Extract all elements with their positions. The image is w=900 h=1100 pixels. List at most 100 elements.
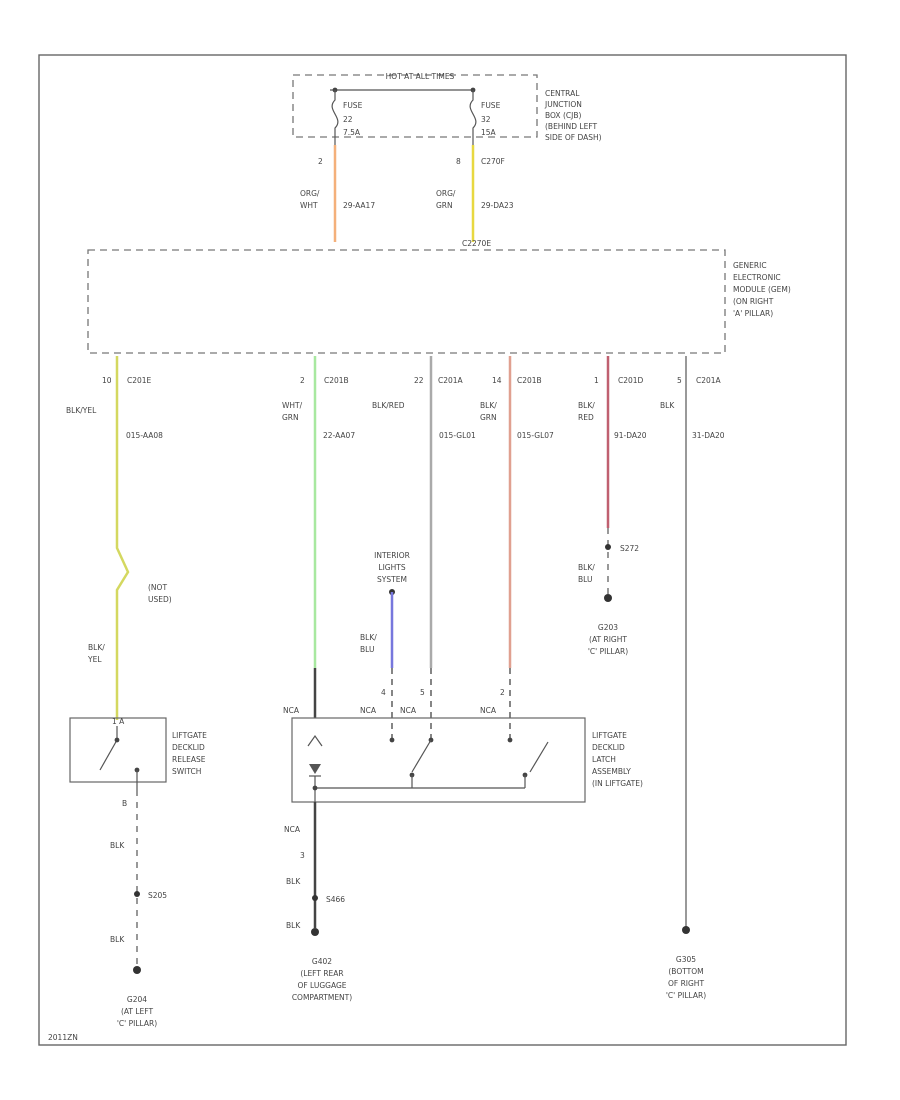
ground-g402-line-4: COMPARTMENT) <box>292 993 352 1002</box>
latch-bottom-nca: NCA <box>284 825 301 834</box>
output-4-color-2: GRN <box>480 413 497 422</box>
release-switch-pin-top: 1 A <box>112 717 125 726</box>
latch-pin-2: 2 <box>500 688 505 697</box>
fuse-box-hot-label: HOT AT ALL TIMES <box>386 72 455 81</box>
output-2-color: WHT/ <box>282 401 303 410</box>
release-switch-label-4: SWITCH <box>172 767 201 776</box>
gem-output-6: 5 C201A BLK 31-DA20 G305 (BOTTOM OF RIGH… <box>660 356 725 1000</box>
fuse-22-number: 22 <box>343 115 353 124</box>
gem-output-2: 2 C201B WHT/ GRN 22-AA07 <box>282 356 355 668</box>
fuse-32-connector: C270F <box>481 157 505 166</box>
latch-switch-blade-1 <box>411 739 432 773</box>
latch-contact-d <box>507 737 513 743</box>
latch-label-4: ASSEMBLY <box>592 767 631 776</box>
ground-g402-symbol <box>311 928 319 936</box>
fuse-box-outline <box>292 74 538 138</box>
output-5-color-2: RED <box>578 413 594 422</box>
fuse-box-desc-line-1: CENTRAL <box>545 89 580 98</box>
output-4-pin: 14 <box>492 376 502 385</box>
output-6-pin: 5 <box>677 376 682 385</box>
latch-bus-node <box>312 785 318 791</box>
latch-label-5: (IN LIFTGATE) <box>592 779 643 788</box>
gem-connector-label: C2270E <box>462 239 491 248</box>
latch-pin-5: 5 <box>420 688 425 697</box>
output-2-connector: C201B <box>324 376 349 385</box>
output-2-circuit: 22-AA07 <box>323 431 355 440</box>
fuse-32: FUSE 32 15A <box>469 90 501 145</box>
output-1-lower-color: BLK/ <box>88 643 105 652</box>
splice-s466 <box>312 895 318 901</box>
liftgate-latch-assembly: LIFTGATE DECKLID LATCH ASSEMBLY (IN LIFT… <box>291 717 643 803</box>
fuse-32-pin: 8 <box>456 157 461 166</box>
fuse-32-wire-color: ORG/ <box>436 189 456 198</box>
fuse-32-circuit: 29-DA23 <box>481 201 514 210</box>
release-switch-label-1: LIFTGATE <box>172 731 207 740</box>
latch-diode-icon <box>309 764 321 774</box>
output-1-pin: 10 <box>102 376 112 385</box>
ground-g204-line-3: 'C' PILLAR) <box>117 1019 157 1028</box>
fuse-box-desc-line-2: JUNCTION <box>544 100 582 109</box>
ground-g402-id: G402 <box>312 957 332 966</box>
ground-g305-line-4: 'C' PILLAR) <box>666 991 706 1000</box>
fuse-22-symbol <box>331 90 339 145</box>
gem-desc-line-4: (ON RIGHT <box>733 297 774 306</box>
latch-pin-nca-2: NCA <box>360 706 377 715</box>
splice-s466-label: S466 <box>326 895 345 904</box>
figure-id: 2011ZN <box>48 1033 78 1042</box>
latch-label-1: LIFTGATE <box>592 731 627 740</box>
fuse-22-pin: 2 <box>318 157 323 166</box>
gem-desc-line-1: GENERIC <box>733 261 767 270</box>
gem-desc-line-3: MODULE (GEM) <box>733 285 791 294</box>
output-5-circuit: 91-DA20 <box>614 431 647 440</box>
latch-assembly-box <box>291 717 586 803</box>
output-3-color: BLK/RED <box>372 401 405 410</box>
gem-output-5: 1 C201D BLK/ RED 91-DA20 <box>578 356 647 528</box>
latch-label-3: LATCH <box>592 755 616 764</box>
output-1-connector: C201E <box>127 376 152 385</box>
output-3-circuit: 015-GL01 <box>439 431 476 440</box>
ground-g203-id: G203 <box>598 623 618 632</box>
splice-s205 <box>134 891 140 897</box>
latch-contact-a <box>389 737 395 743</box>
output-1-lower-color-2: YEL <box>87 655 102 664</box>
output-6-circuit: 31-DA20 <box>692 431 725 440</box>
liftgate-release-switch: 1 A LIFTGATE DECKLID RELEASE SWITCH B BL… <box>69 717 207 1028</box>
output-3-pin: 22 <box>414 376 424 385</box>
release-switch-contact-1 <box>114 737 120 743</box>
fuse-22-name: FUSE <box>343 101 363 110</box>
s272-wire-color-2: BLU <box>578 575 592 584</box>
release-switch-label-3: RELEASE <box>172 755 206 764</box>
ground-g203-line-3: 'C' PILLAR) <box>588 647 628 656</box>
splice-s272-group: S272 BLK/ BLU G203 (AT RIGHT 'C' PILLAR) <box>578 528 639 656</box>
not-used-line-2: USED) <box>148 595 172 604</box>
latch-input-wires: NCA 4 NCA 5 NCA 2 NCA <box>283 668 511 740</box>
fuse-22-wire-color: ORG/ <box>300 189 320 198</box>
interior-lights-label-3: SYSTEM <box>377 575 407 584</box>
output-1-color: BLK/YEL <box>66 406 97 415</box>
latch-bottom-pin-3: 3 <box>300 851 305 860</box>
output-2-pin: 2 <box>300 376 305 385</box>
fuse-32-number: 32 <box>481 115 491 124</box>
output-5-pin: 1 <box>594 376 599 385</box>
latch-pin-nca-1: NCA <box>283 706 300 715</box>
latch-ground-path: NCA 3 BLK S466 BLK G402 (LEFT REAR OF LU… <box>284 802 352 1002</box>
release-switch-box <box>69 717 167 783</box>
wire-015-aa08 <box>115 356 130 720</box>
interior-wire-color: BLK/ <box>360 633 377 642</box>
generic-electronic-module: C2270E GENERIC ELECTRONIC MODULE (GEM) (… <box>87 239 791 354</box>
ground-g204-id: G204 <box>127 995 147 1004</box>
output-6-connector: C201A <box>696 376 722 385</box>
fuse-22-circuit: 29-AA17 <box>343 201 375 210</box>
latch-pin-nca-4: NCA <box>480 706 497 715</box>
fuse-feed-wires: 2 8 C270F ORG/ WHT 29-AA17 ORG/ GRN 29-D… <box>300 145 514 242</box>
splice-s272 <box>605 544 611 550</box>
not-used-line-1: (NOT <box>148 583 167 592</box>
gem-output-3: 22 C201A BLK/RED 015-GL01 <box>372 356 476 668</box>
output-5-color: BLK/ <box>578 401 595 410</box>
release-switch-wire-color-2: BLK <box>110 935 125 944</box>
ground-g305-line-3: OF RIGHT <box>668 979 704 988</box>
fuse-22-rating: 7.5A <box>343 128 361 137</box>
gem-output-4: 14 C201B BLK/ GRN 015-GL07 <box>480 356 554 668</box>
gem-output-1: 10 C201E BLK/YEL 015-AA08 (NOT USED) BLK… <box>66 356 172 720</box>
ground-g402-line-3: OF LUGGAGE <box>297 981 346 990</box>
